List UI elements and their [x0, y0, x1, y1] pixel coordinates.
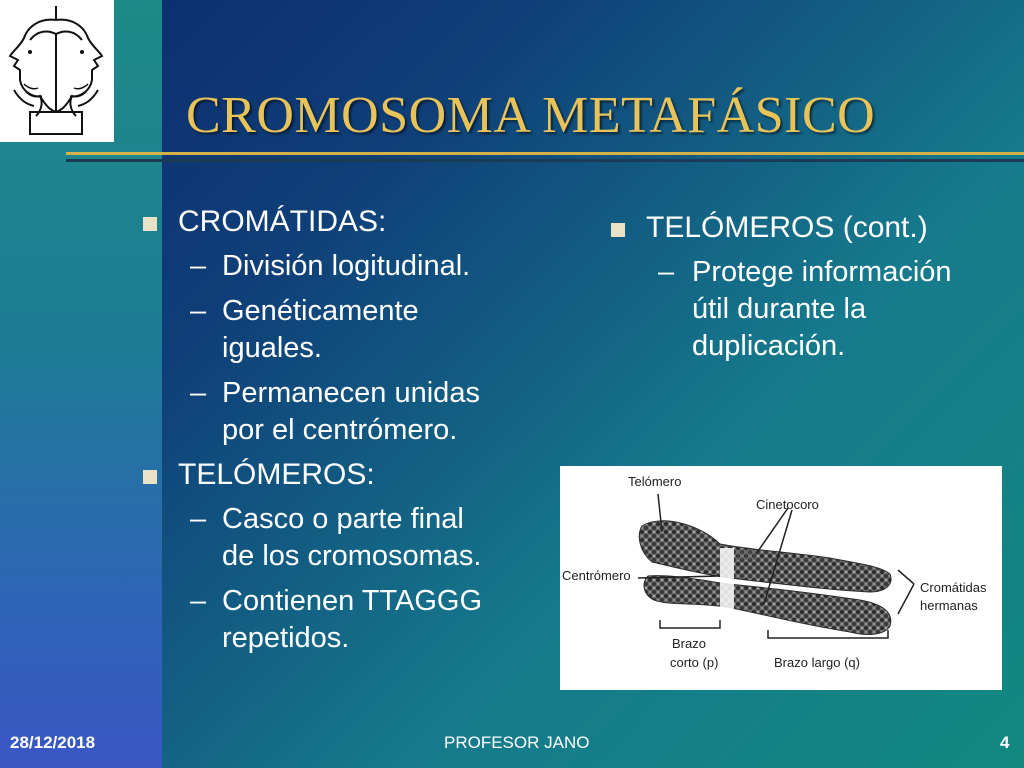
sub-bullet-text: iguales. [222, 332, 322, 364]
sub-bullet-text: útil durante la [692, 293, 867, 325]
bullet-telomeros: TELÓMEROS: [140, 457, 560, 493]
footer-date: 28/12/2018 [10, 733, 96, 752]
square-bullet-icon [143, 470, 157, 484]
dash-bullet: – [190, 295, 207, 327]
sub-bullet: – Protege información útil durante la du… [608, 254, 1008, 365]
bullet-heading: CROMÁTIDAS: [178, 205, 387, 238]
dash-bullet: – [190, 250, 207, 282]
bullet-cromatidas: CROMÁTIDAS: [140, 204, 560, 240]
sub-bullet-text: repetidos. [222, 622, 350, 654]
dash-bullet: – [190, 585, 207, 617]
sub-bullet-text: Contienen TTAGGG [222, 585, 483, 617]
sub-bullet: – Genéticamente iguales. [140, 293, 560, 367]
bullet-heading: TELÓMEROS (cont.) [646, 211, 928, 244]
janus-head-icon [8, 6, 104, 135]
title-rule-dark [66, 159, 1024, 162]
dash-bullet: – [658, 256, 675, 288]
sub-bullet: – División logitudinal. [140, 248, 560, 285]
sub-bullet: – Casco o parte final de los cromosomas. [140, 501, 560, 575]
slide-number: 4 [1000, 733, 1010, 752]
label-cromatidas: Cromátidas [920, 580, 987, 595]
label-cinetocoro: Cinetocoro [756, 497, 819, 512]
chromosome-figure: Telómero Cinetocoro Centrómero Cromátida… [560, 466, 1002, 690]
bullet-telomeros-cont: TELÓMEROS (cont.) [608, 210, 1008, 246]
sub-bullet-text: por el centrómero. [222, 414, 458, 446]
chromosome-illustration [637, 493, 915, 639]
label-centromero: Centrómero [562, 568, 631, 583]
label-telomero: Telómero [628, 474, 682, 489]
title-rule-gold [66, 152, 1024, 155]
footer-author: PROFESOR JANO [444, 733, 590, 752]
sub-bullet-text: Casco o parte final [222, 503, 464, 535]
square-bullet-icon [611, 223, 625, 237]
dash-bullet: – [190, 503, 207, 535]
right-column: TELÓMEROS (cont.) – Protege información … [608, 210, 1008, 373]
sub-bullet-text: Protege información [692, 256, 952, 288]
left-column: CROMÁTIDAS: – División logitudinal. – Ge… [140, 204, 560, 665]
bullet-heading: TELÓMEROS: [178, 458, 375, 491]
slide-title: CROMOSOMA METAFÁSICO [186, 87, 876, 144]
sub-bullet-text: Permanecen unidas [222, 377, 480, 409]
janus-logo [0, 0, 114, 142]
square-bullet-icon [143, 217, 157, 231]
sub-bullet-text: de los cromosomas. [222, 540, 482, 572]
sub-bullet: – Permanecen unidas por el centrómero. [140, 375, 560, 449]
sub-bullet: – Contienen TTAGGG repetidos. [140, 583, 560, 657]
dash-bullet: – [190, 377, 207, 409]
label-hermanas: hermanas [920, 598, 978, 613]
label-brazo: Brazo [672, 636, 706, 651]
sub-bullet-text: duplicación. [692, 330, 846, 362]
label-brazo-largo: Brazo largo (q) [774, 655, 860, 670]
label-corto-p: corto (p) [670, 655, 719, 670]
sub-bullet-text: Genéticamente [222, 295, 419, 327]
sub-bullet-text: División logitudinal. [222, 250, 471, 282]
